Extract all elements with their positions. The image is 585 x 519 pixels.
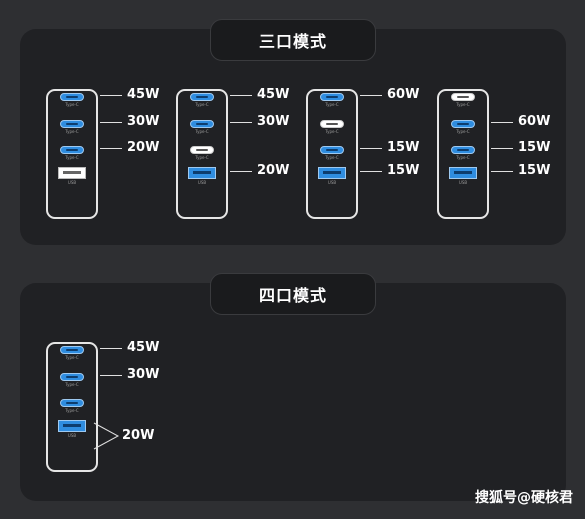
four-port-mode-title: 四口模式: [210, 273, 376, 315]
port-type-label: Type-C: [325, 129, 339, 134]
charger-body: Type-C Type-C Type-C USB: [46, 342, 98, 472]
port-type-label: Type-C: [65, 382, 79, 387]
shared-power-label: 20W: [122, 428, 155, 443]
power-leader-line: [360, 95, 382, 96]
port-power-label: 45W: [257, 87, 290, 102]
port-type-label: Type-C: [65, 102, 79, 107]
port-type-label: USB: [197, 180, 207, 185]
port-type-label: USB: [327, 180, 337, 185]
power-leader-line: [100, 122, 122, 123]
port-type-label: Type-C: [65, 129, 79, 134]
port-type-label: Type-C: [65, 155, 79, 160]
type-c-port-icon: [451, 120, 475, 128]
usb-a-port-icon: [58, 420, 86, 432]
type-c-port-icon: [60, 146, 84, 154]
charger-body: Type-C Type-C Type-C USB: [176, 89, 228, 219]
charger-body: Type-C Type-C Type-C USB: [46, 89, 98, 219]
power-leader-line: [100, 348, 122, 349]
port-type-label: Type-C: [65, 355, 79, 360]
type-c-port-icon: [190, 120, 214, 128]
power-leader-line: [360, 171, 382, 172]
port-power-label: 20W: [127, 140, 160, 155]
port-power-label: 30W: [127, 367, 160, 382]
type-c-port-icon: [60, 120, 84, 128]
power-leader-line: [100, 95, 122, 96]
type-c-port-icon: [190, 146, 214, 154]
port-power-label: 15W: [518, 163, 551, 178]
port-type-label: Type-C: [195, 155, 209, 160]
port-power-label: 60W: [518, 114, 551, 129]
port-type-label: Type-C: [195, 102, 209, 107]
type-c-port-icon: [451, 146, 475, 154]
power-leader-line: [491, 148, 513, 149]
usb-a-port-icon: [318, 167, 346, 179]
port-power-label: 30W: [257, 114, 290, 129]
watermark: 搜狐号@硬核君: [475, 490, 573, 506]
port-type-label: Type-C: [325, 102, 339, 107]
three-port-mode-panel: [20, 29, 566, 245]
power-leader-line: [491, 171, 513, 172]
port-type-label: Type-C: [195, 129, 209, 134]
type-c-port-icon: [60, 346, 84, 354]
port-type-label: USB: [67, 433, 77, 438]
port-power-label: 20W: [257, 163, 290, 178]
type-c-port-icon: [60, 93, 84, 101]
port-type-label: USB: [458, 180, 468, 185]
charger-body: Type-C Type-C Type-C USB: [306, 89, 358, 219]
three-port-mode-title: 三口模式: [210, 19, 376, 61]
type-c-port-icon: [190, 93, 214, 101]
port-power-label: 45W: [127, 340, 160, 355]
four-port-mode-panel: [20, 283, 566, 501]
type-c-port-icon: [320, 120, 344, 128]
port-type-label: Type-C: [456, 102, 470, 107]
power-leader-line: [100, 375, 122, 376]
port-power-label: 15W: [387, 163, 420, 178]
port-power-label: 30W: [127, 114, 160, 129]
port-type-label: Type-C: [456, 129, 470, 134]
usb-a-port-icon: [58, 167, 86, 179]
power-leader-line: [100, 148, 122, 149]
power-leader-line: [491, 122, 513, 123]
power-leader-line: [230, 122, 252, 123]
port-type-label: Type-C: [456, 155, 470, 160]
port-type-label: Type-C: [65, 408, 79, 413]
power-leader-line: [230, 95, 252, 96]
power-leader-line: [230, 171, 252, 172]
port-power-label: 15W: [518, 140, 551, 155]
type-c-port-icon: [451, 93, 475, 101]
port-power-label: 60W: [387, 87, 420, 102]
type-c-port-icon: [320, 93, 344, 101]
type-c-port-icon: [60, 399, 84, 407]
type-c-port-icon: [320, 146, 344, 154]
type-c-port-icon: [60, 373, 84, 381]
power-leader-line: [360, 148, 382, 149]
port-type-label: Type-C: [325, 155, 339, 160]
charger-body: Type-C Type-C Type-C USB: [437, 89, 489, 219]
port-power-label: 45W: [127, 87, 160, 102]
usb-a-port-icon: [449, 167, 477, 179]
usb-a-port-icon: [188, 167, 216, 179]
port-type-label: USB: [67, 180, 77, 185]
port-power-label: 15W: [387, 140, 420, 155]
